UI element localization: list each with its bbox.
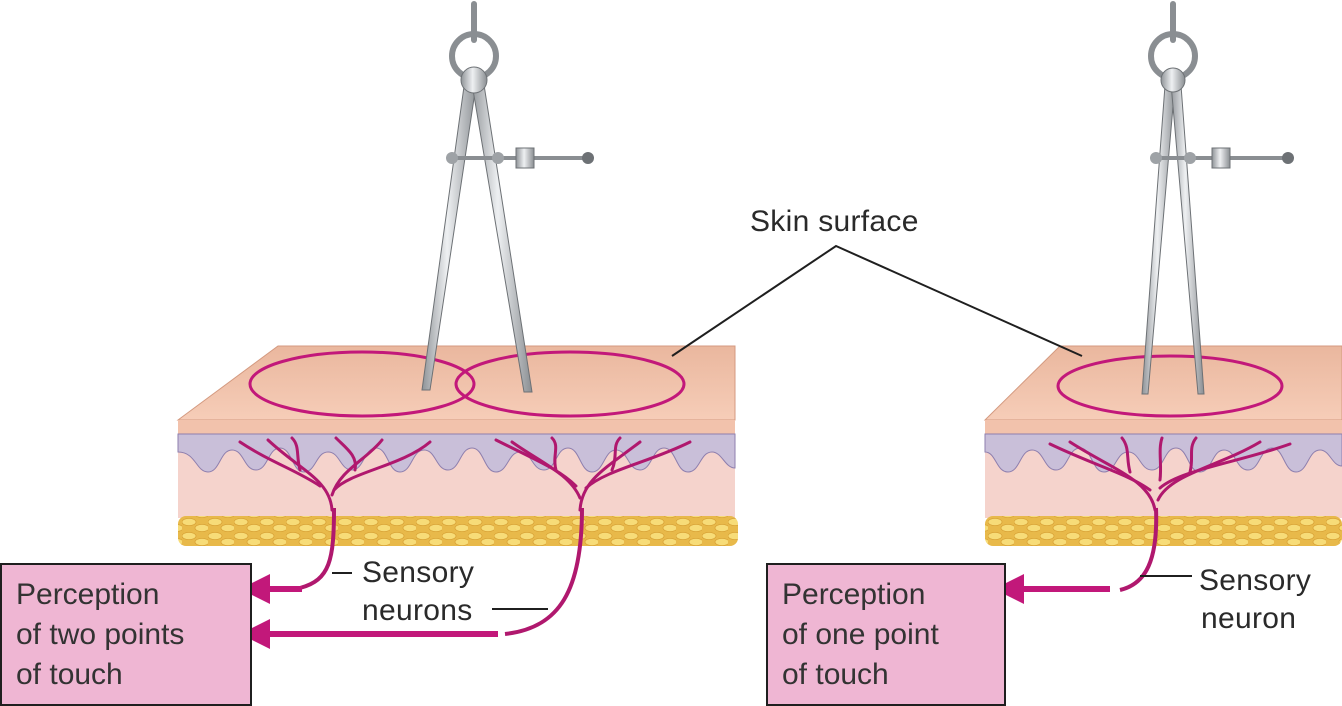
sensory-neurons-label-line1: Sensory	[362, 556, 475, 589]
sensory-neuron-axon	[1119, 507, 1159, 592]
sensory-neuron-axon-1	[299, 507, 336, 590]
box-line: of touch	[782, 658, 889, 691]
fat-layer	[178, 516, 738, 546]
box-line: Perception	[782, 578, 926, 611]
arrows	[240, 574, 1110, 649]
sensory-neuron-axon-2	[504, 507, 584, 636]
receptive-field-left-2	[454, 350, 686, 418]
skin-surface-label: Skin surface	[750, 205, 919, 238]
nerve-branches-right	[1048, 436, 1292, 512]
epidermis-layer	[985, 420, 1342, 434]
perception-one-point-box: Perception of one point of touch	[766, 563, 1006, 706]
sensory-neuron-label-line1: Sensory	[1199, 564, 1312, 597]
receptive-field-right	[1056, 354, 1284, 418]
perception-two-points-box: Perception of two points of touch	[0, 563, 252, 706]
skin-surface-leader	[671, 244, 1083, 357]
fat-layer	[985, 516, 1342, 546]
sensory-neurons-label-line2: neurons	[362, 594, 473, 627]
receptive-field-left-1	[248, 350, 476, 418]
box-line: of touch	[16, 658, 123, 691]
nerve-branches-left	[238, 436, 692, 512]
box-line: of two points	[16, 618, 185, 651]
caliper-icon	[1141, 1, 1294, 395]
epidermis-layer	[178, 420, 735, 434]
sensory-neurons-label: Sensory neurons	[362, 554, 474, 630]
sensory-neuron-label: Sensory neuron	[1199, 562, 1311, 638]
leader-lines	[332, 244, 1192, 610]
skin-block-right	[983, 345, 1342, 592]
box-line: of one point	[782, 618, 939, 651]
caliper-icon	[421, 1, 594, 393]
skin-block-left	[176, 345, 738, 636]
box-line: Perception	[16, 578, 160, 611]
papillae-layer	[177, 433, 736, 473]
sensory-neuron-label-line2: neuron	[1201, 602, 1297, 635]
